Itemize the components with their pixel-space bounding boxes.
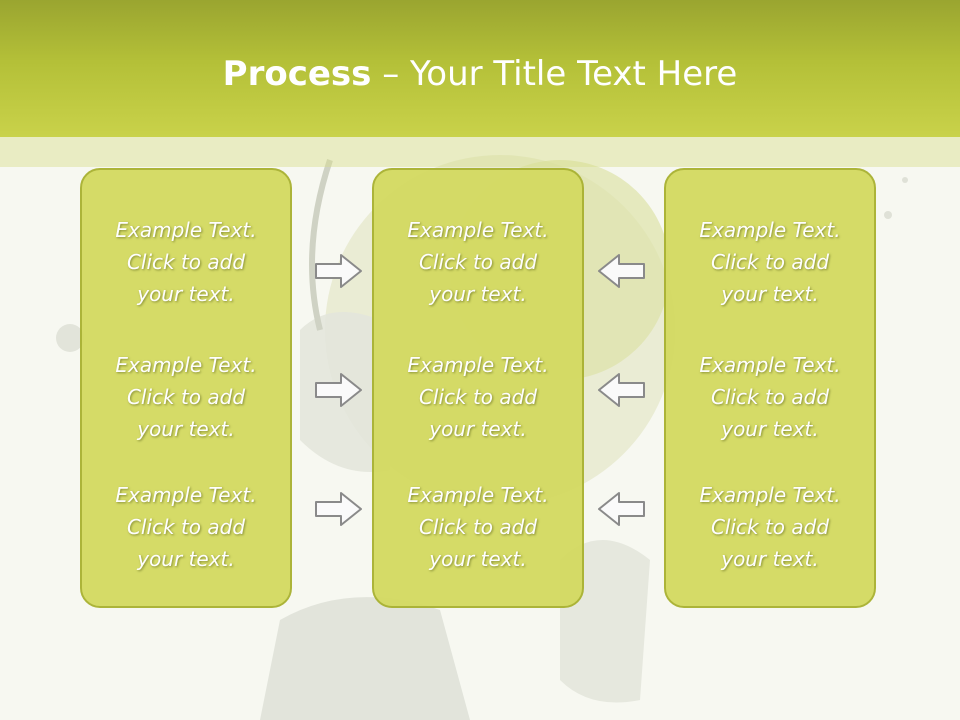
text-line: Example Text. xyxy=(407,483,549,507)
text-line: your text. xyxy=(721,417,819,441)
text-placeholder[interactable]: Example Text. Click to add your text. xyxy=(374,479,582,575)
arrow-right-icon xyxy=(315,492,362,526)
text-line: Click to add xyxy=(710,385,830,409)
text-line: Click to add xyxy=(126,515,246,539)
text-line: Example Text. xyxy=(699,483,841,507)
text-line: Click to add xyxy=(710,250,830,274)
text-line: Click to add xyxy=(418,385,538,409)
process-panel-right: Example Text. Click to add your text. Ex… xyxy=(664,168,876,608)
arrow-left-icon xyxy=(598,492,645,526)
arrow-right-icon xyxy=(315,254,362,288)
text-line: Example Text. xyxy=(115,483,257,507)
text-line: your text. xyxy=(429,547,527,571)
arrow-left-icon xyxy=(598,373,645,407)
text-line: your text. xyxy=(137,417,235,441)
text-line: Click to add xyxy=(126,250,246,274)
text-line: your text. xyxy=(429,282,527,306)
process-panel-left: Example Text. Click to add your text. Ex… xyxy=(80,168,292,608)
text-line: your text. xyxy=(137,547,235,571)
process-panel-center: Example Text. Click to add your text. Ex… xyxy=(372,168,584,608)
text-placeholder[interactable]: Example Text. Click to add your text. xyxy=(374,349,582,445)
text-line: Example Text. xyxy=(699,353,841,377)
text-line: Example Text. xyxy=(115,218,257,242)
page-title[interactable]: Process – Your Title Text Here xyxy=(0,52,960,96)
header-band xyxy=(0,137,960,167)
text-line: your text. xyxy=(429,417,527,441)
title-bar xyxy=(0,0,960,137)
text-placeholder[interactable]: Example Text. Click to add your text. xyxy=(666,349,874,445)
text-line: Click to add xyxy=(418,250,538,274)
title-bold: Process xyxy=(222,54,372,94)
text-line: your text. xyxy=(721,282,819,306)
text-line: Click to add xyxy=(418,515,538,539)
title-rest: Your Title Text Here xyxy=(410,54,738,94)
arrow-left-icon xyxy=(598,254,645,288)
text-line: Example Text. xyxy=(407,353,549,377)
text-line: Example Text. xyxy=(407,218,549,242)
text-placeholder[interactable]: Example Text. Click to add your text. xyxy=(82,479,290,575)
text-line: your text. xyxy=(137,282,235,306)
arrow-right-icon xyxy=(315,373,362,407)
text-placeholder[interactable]: Example Text. Click to add your text. xyxy=(374,214,582,310)
text-line: your text. xyxy=(721,547,819,571)
title-dash: – xyxy=(371,54,411,94)
text-line: Example Text. xyxy=(115,353,257,377)
text-placeholder[interactable]: Example Text. Click to add your text. xyxy=(666,214,874,310)
text-placeholder[interactable]: Example Text. Click to add your text. xyxy=(82,214,290,310)
text-placeholder[interactable]: Example Text. Click to add your text. xyxy=(666,479,874,575)
text-line: Click to add xyxy=(710,515,830,539)
text-placeholder[interactable]: Example Text. Click to add your text. xyxy=(82,349,290,445)
text-line: Click to add xyxy=(126,385,246,409)
text-line: Example Text. xyxy=(699,218,841,242)
